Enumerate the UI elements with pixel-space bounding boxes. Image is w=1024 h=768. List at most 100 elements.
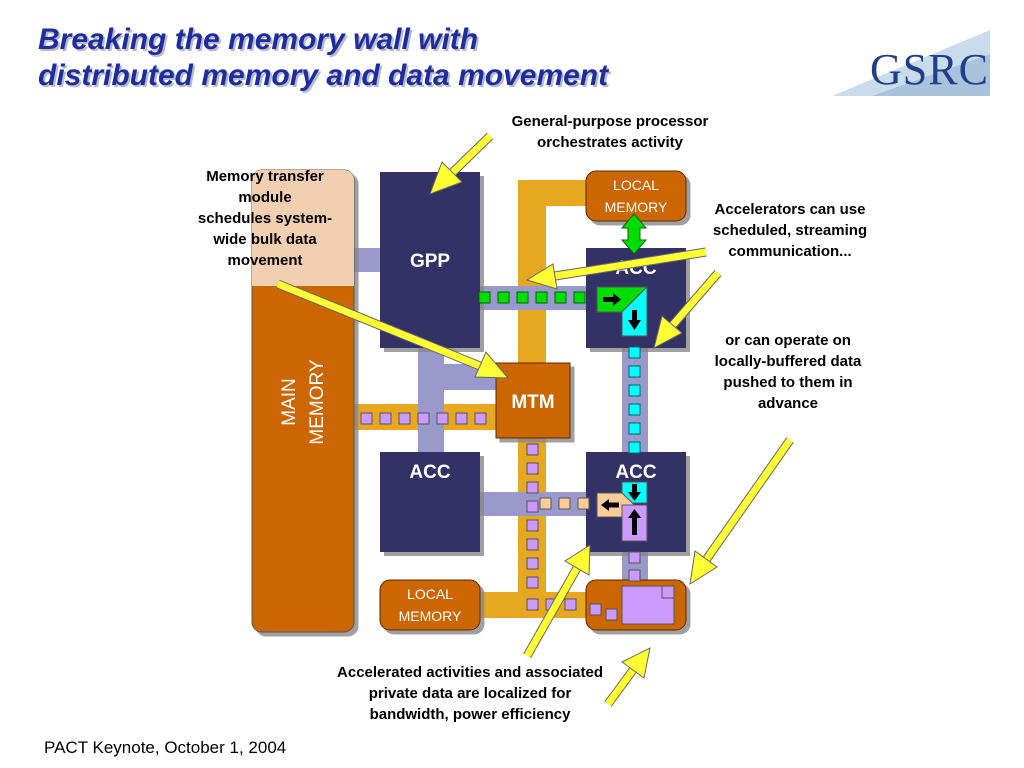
pointer-arrow-buffer: [689, 437, 794, 586]
packet: [360, 412, 373, 425]
mtm-label: MTM: [511, 392, 554, 413]
local-memory-bottom-block: LOCAL MEMORY: [379, 579, 481, 631]
packet: [478, 291, 491, 304]
acc-top-port: [596, 285, 649, 337]
packet: [539, 497, 552, 510]
pointer-arrow-streaming: [525, 247, 707, 290]
annotation-line: advance: [757, 395, 819, 412]
local-memory-bottom-label-line1: LOCAL: [407, 586, 453, 602]
packet: [628, 346, 641, 359]
gsrc-logo: GSRC: [832, 26, 1002, 111]
annotation-line: Accelerated activities and associated: [337, 664, 603, 681]
annotation-line: wide bulk data: [213, 231, 317, 248]
packet: [526, 443, 539, 456]
lavender-bus-vertical: [418, 346, 444, 456]
annotation-gpp: General-purpose processor orchestrates a…: [486, 111, 734, 153]
cyan-packets: [628, 346, 641, 454]
packet: [628, 551, 641, 564]
arrow-left-icon: [601, 499, 619, 511]
annotation-line: or can operate on: [725, 332, 851, 349]
packet: [526, 500, 539, 513]
title-line-1: Breaking the memory wall with: [38, 23, 479, 56]
annotation-line: General-purpose processor: [511, 113, 709, 130]
pointer-arrow-mtm: [276, 279, 510, 379]
packet: [526, 598, 539, 611]
gsrc-logo-text: GSRC: [870, 45, 989, 94]
arrow-up-icon: [628, 509, 641, 535]
packet: [455, 412, 468, 425]
packet: [417, 412, 430, 425]
packet: [526, 462, 539, 475]
arrow-right-icon: [603, 293, 621, 306]
lavender-bus-top-channel: [480, 286, 588, 310]
packet: [628, 403, 641, 416]
green-packets: [478, 291, 586, 304]
packet: [628, 384, 641, 397]
acc-bottom-left-block: ACC: [380, 452, 480, 552]
packet: [628, 422, 641, 435]
annotation-line: movement: [227, 252, 303, 269]
acc-bottom-right-label: ACC: [615, 462, 656, 483]
title-line-2: distributed memory and data movement: [38, 59, 609, 92]
annotation-mtm: Memory transfer module schedules system-…: [180, 166, 350, 271]
pointer-arrows: [276, 132, 794, 707]
packet: [436, 412, 449, 425]
buffered-data-corner: [661, 585, 675, 599]
packet: [526, 557, 539, 570]
local-memory-acc-arrow: [620, 213, 648, 255]
packet: [558, 497, 571, 510]
local-memory-bottom-label-line2: MEMORY: [399, 608, 462, 624]
packet: [554, 291, 567, 304]
packet: [564, 598, 577, 611]
gold-bus-top: [518, 180, 594, 206]
annotation-buffered: or can operate on locally-buffered data …: [694, 330, 882, 414]
buffer-packet: [605, 608, 618, 621]
arrow-down-icon: [628, 484, 641, 501]
main-memory-label-line2: MEMORY: [307, 359, 328, 444]
packet: [526, 576, 539, 589]
annotation-line: locally-buffered data: [714, 353, 862, 370]
annotation-line: pushed to them in: [723, 374, 853, 391]
packet: [628, 441, 641, 454]
buffer-packet: [589, 603, 602, 616]
packet: [577, 497, 590, 510]
gsrc-logo-icon: [832, 30, 990, 96]
local-memory-top-label-line1: LOCAL: [613, 177, 659, 193]
annotation-line: communication...: [728, 243, 852, 260]
annotation-streaming: Accelerators can use scheduled, streamin…: [694, 199, 886, 262]
peach-packets: [539, 497, 590, 510]
acc-bottom-port: [596, 481, 648, 542]
packet: [516, 291, 529, 304]
packet: [628, 569, 641, 582]
pointer-arrow-acc: [523, 544, 591, 659]
pointer-arrow-channel: [653, 270, 722, 349]
packet: [526, 481, 539, 494]
annotation-localized: Accelerated activities and associated pr…: [310, 662, 630, 725]
lavender-bus-mm-gpp: [352, 248, 382, 272]
packet: [474, 412, 487, 425]
packet: [628, 365, 641, 378]
annotation-line: bandwidth, power efficiency: [369, 706, 571, 723]
gpp-label: GPP: [410, 251, 450, 272]
local-buffer-block: [585, 579, 687, 631]
packet: [526, 538, 539, 551]
annotation-line: schedules system-: [197, 210, 333, 227]
packet: [535, 291, 548, 304]
slide-title: Breaking the memory wall with distribute…: [38, 22, 608, 94]
main-memory-label-line1: MAIN: [279, 378, 300, 426]
packet: [573, 291, 586, 304]
packet: [398, 412, 411, 425]
annotation-line: Memory transfer: [206, 168, 324, 185]
mtm-block: MTM: [495, 362, 571, 439]
annotation-line: orchestrates activity: [537, 134, 683, 151]
local-memory-top-block: LOCAL MEMORY: [585, 170, 687, 222]
violet-packets: [360, 412, 641, 611]
pointer-arrow-gpp: [429, 132, 494, 195]
annotation-line: module: [238, 189, 292, 206]
annotation-line: private data are localized for: [368, 685, 572, 702]
gpp-block: GPP: [380, 172, 480, 348]
packet: [526, 519, 539, 532]
slide-footer: PACT Keynote, October 1, 2004: [44, 738, 287, 757]
packet: [379, 412, 392, 425]
